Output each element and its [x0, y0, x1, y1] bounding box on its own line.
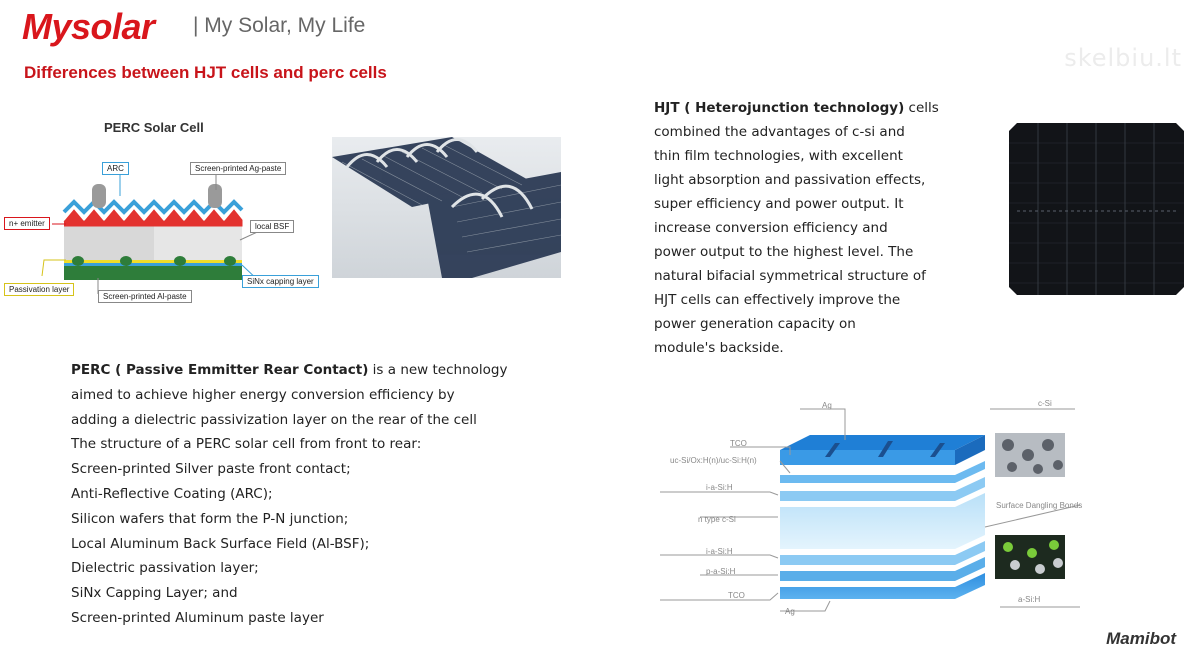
perc-line-6: Local Aluminum Back Surface Field (Al-BS…: [71, 535, 370, 552]
label-passivation: Passivation layer: [4, 283, 75, 296]
hjt-description: HJT ( Heterojunction technology) cells c…: [654, 96, 972, 360]
brand-logo: Mysolar: [22, 6, 155, 47]
hjt-line-10: module's backside.: [654, 340, 784, 356]
i-a-si-top-layer: [780, 477, 985, 501]
uc-si-layer: [780, 461, 985, 483]
tco-top-layer: [780, 435, 985, 450]
perc-cell-drawing: [41, 174, 267, 294]
hjt-layer-drawing: [660, 408, 1081, 612]
label-p-a-si: p-a-Si:H: [706, 567, 736, 576]
perc-line-2: The structure of a PERC solar cell from …: [71, 436, 422, 453]
label-a-si: a-Si:H: [1018, 595, 1041, 604]
tco-bottom-layer: [780, 573, 985, 599]
label-arc: ARC: [102, 162, 129, 175]
label-i-a-si-top: i-a-Si:H: [706, 483, 733, 492]
label-ag-bottom: Ag: [785, 607, 795, 616]
page-subtitle: Differences between HJT cells and perc c…: [24, 63, 387, 82]
hjt-line-8: HJT cells can effectively improve the: [654, 292, 901, 308]
label-uc-si: uc-Si/Ox:H(n)/uc-Si:H(n): [670, 456, 757, 465]
solar-cells-ribbons-photo: [332, 137, 562, 278]
label-sinx: SiNx capping layer: [242, 275, 319, 288]
perc-line-9: Screen-printed Aluminum paste layer: [71, 609, 324, 626]
hjt-line-1: combined the advantages of c-si and: [654, 124, 905, 140]
hjt-line-0: cells: [904, 100, 939, 116]
hjt-solar-cell-photo: [1009, 123, 1184, 295]
ag-contact-right: [208, 184, 222, 208]
perc-title: PERC ( Passive Emmitter Rear Contact): [71, 362, 369, 378]
i-a-si-bottom-layer: [780, 541, 985, 565]
label-ag-top: Ag: [822, 401, 832, 410]
ag-contact-left: [92, 184, 106, 208]
n-emitter-layer: [63, 209, 243, 227]
tagline: | My Solar, My Life: [193, 14, 366, 37]
hjt-line-6: power output to the highest level. The: [654, 244, 914, 260]
watermark: skelbiu.lt: [1064, 44, 1182, 72]
perc-line-4: Anti-Reflective Coating (ARC);: [71, 485, 273, 502]
sinx-layer: [64, 263, 242, 266]
hjt-line-4: super efficiency and power output. It: [654, 196, 904, 212]
hjt-line-5: increase conversion efficiency and: [654, 220, 888, 236]
label-tco-bottom: TCO: [728, 591, 745, 600]
perc-cell-diagram: PERC Solar Cell ARC Screen-printed Ag-pa…: [4, 112, 319, 312]
perc-line-8: SiNx Capping Layer; and: [71, 585, 238, 602]
label-tco-top: TCO: [730, 439, 747, 448]
perc-title-rest: is a new technology: [368, 362, 508, 378]
perc-line-7: Dielectric passivation layer;: [71, 560, 259, 577]
perc-diagram-title: PERC Solar Cell: [104, 120, 204, 135]
label-c-si: c-Si: [1038, 399, 1052, 408]
label-al-paste: Screen-printed Al-paste: [98, 290, 192, 303]
perc-line-1: adding a dielectric passivization layer …: [71, 411, 477, 428]
label-ag-paste: Screen-printed Ag-paste: [190, 162, 287, 175]
label-n-type: n type c-Si: [698, 515, 736, 524]
ag-finger-top-2: [878, 441, 893, 457]
hjt-layer-diagram: Ag TCO uc-Si/Ox:H(n)/uc-Si:H(n) i-a-Si:H…: [640, 395, 1140, 625]
hjt-line-9: power generation capacity on: [654, 316, 856, 332]
hjt-title: HJT ( Heterojunction technology): [654, 100, 905, 116]
footer-brand: Mamibot: [1106, 629, 1176, 648]
passivation-layer: [64, 260, 242, 263]
ag-finger-top-3: [930, 443, 945, 457]
hjt-line-2: thin film technologies, with excellent: [654, 148, 903, 164]
hjt-line-3: light absorption and passivation effects…: [654, 172, 926, 188]
label-n-emitter: n+ emitter: [4, 217, 50, 230]
ag-finger-top-1: [825, 443, 840, 457]
label-i-a-si-bottom: i-a-Si:H: [706, 547, 733, 556]
hjt-line-7: natural bifacial symmetrical structure o…: [654, 268, 926, 284]
al-paste-layer: [64, 266, 242, 280]
p-a-si-layer: [780, 557, 985, 581]
n-type-c-si-layer: [780, 493, 985, 549]
perc-line-3: Screen-printed Silver paste front contac…: [71, 461, 351, 478]
label-dangling-bonds: Surface Dangling Bonds: [996, 501, 1083, 510]
perc-line-0: aimed to achieve higher energy conversio…: [71, 386, 455, 403]
label-local-bsf: local BSF: [250, 220, 295, 233]
perc-description: PERC ( Passive Emmitter Rear Contact) is…: [71, 358, 551, 631]
perc-line-5: Silicon wafers that form the P-N junctio…: [71, 510, 349, 527]
